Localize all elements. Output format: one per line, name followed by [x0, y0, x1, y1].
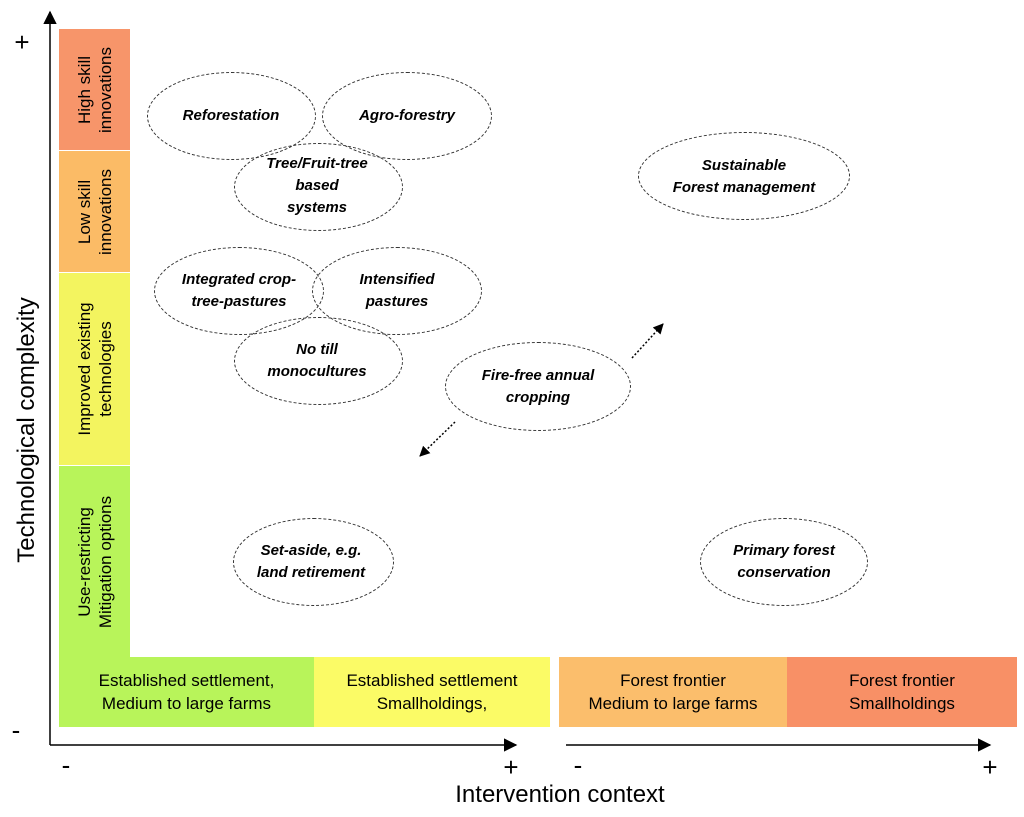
- band-improved-existing: Improved existing technologies: [59, 272, 130, 465]
- option-label-line: pastures: [365, 293, 429, 310]
- band-low-skill-label: Low skill innovations: [74, 168, 116, 254]
- option-no-till: No till monocultures: [267, 339, 366, 383]
- option-intensified-pastures: Intensified pastures: [359, 269, 434, 313]
- x-axis-left-plus-sign: +: [503, 752, 519, 782]
- option-tree-fruit-tree: Tree/Fruit-tree based systems: [266, 153, 367, 219]
- option-label-line: conservation: [737, 564, 831, 581]
- band-label-line: Use-restricting: [74, 506, 94, 617]
- option-label-line: Fire-free annual: [481, 367, 595, 384]
- option-label-line: Set-aside, e.g.: [260, 542, 362, 559]
- band-low-skill: Low skill innovations: [59, 150, 130, 272]
- band-improved-existing-label: Improved existing technologies: [74, 302, 116, 435]
- context-frontier-large: Forest frontier Medium to large farms: [559, 657, 787, 727]
- option-label-line: Agro-forestry: [359, 107, 455, 124]
- context-established-large: Established settlement, Medium to large …: [59, 657, 314, 727]
- band-high-skill-label: High skill innovations: [74, 46, 116, 132]
- ellipse-fire-free: [445, 342, 631, 431]
- x-axis-right-plus-sign: +: [982, 752, 998, 782]
- context-frontier-small: Forest frontier Smallholdings: [787, 657, 1017, 727]
- context-label-line: Established settlement: [346, 671, 518, 690]
- y-axis-minus-sign: -: [11, 715, 21, 745]
- band-use-restricting: Use-restricting Mitigation options: [59, 465, 130, 657]
- y-axis-plus-sign: +: [14, 27, 30, 57]
- option-label-line: No till: [296, 341, 338, 358]
- option-sustainable-forest: Sustainable Forest management: [673, 155, 816, 199]
- fire-free-arrow-down: [419, 421, 456, 457]
- option-label-line: systems: [286, 199, 348, 216]
- band-label-line: Improved existing: [74, 302, 94, 436]
- ellipse-no-till: [234, 317, 403, 405]
- option-label-line: tree-pastures: [191, 293, 287, 310]
- option-label-line: based: [295, 177, 339, 194]
- ellipse-tree-fruit-tree: [234, 143, 403, 231]
- context-label-line: Forest frontier: [620, 671, 726, 690]
- option-label-line: Integrated crop-: [181, 271, 297, 288]
- option-primary-forest: Primary forest conservation: [733, 540, 835, 584]
- x-axis-label: Intervention context: [455, 781, 665, 808]
- ellipse-intensified-pastures: [312, 247, 482, 335]
- option-label-line: Forest management: [672, 179, 816, 196]
- context-label-line: Medium to large farms: [101, 694, 272, 713]
- option-label-line: Sustainable: [701, 157, 787, 174]
- option-fire-free: Fire-free annual cropping: [482, 365, 595, 409]
- option-agro-forestry: Agro-forestry: [359, 105, 455, 127]
- option-integrated-crop: Integrated crop- tree-pastures: [182, 269, 296, 313]
- context-label-line: Smallholdings: [849, 694, 955, 713]
- band-label-line: High skill: [74, 55, 94, 124]
- option-label-line: Tree/Fruit-tree: [266, 155, 368, 172]
- option-label-line: Reforestation: [182, 107, 280, 124]
- option-label-line: Intensified: [359, 271, 435, 288]
- band-use-restricting-label: Use-restricting Mitigation options: [74, 495, 116, 627]
- ellipse-agro-forestry: [322, 72, 492, 160]
- ellipse-reforestation: [147, 72, 316, 160]
- option-reforestation: Reforestation: [183, 105, 280, 127]
- x-axis-left-minus-sign: -: [61, 750, 71, 780]
- context-label-line: Smallholdings,: [376, 694, 488, 713]
- band-label-line: Mitigation options: [95, 495, 115, 628]
- context-label-line: Established settlement,: [98, 671, 275, 690]
- ellipse-primary-forest: [700, 518, 868, 606]
- option-label-line: land retirement: [256, 564, 366, 581]
- band-label-line: innovations: [95, 168, 115, 255]
- option-label-line: Primary forest: [733, 542, 835, 559]
- band-label-line: technologies: [95, 321, 115, 417]
- band-label-line: innovations: [95, 46, 115, 133]
- option-label-line: monocultures: [267, 363, 367, 380]
- fire-free-arrow-up: [631, 323, 664, 359]
- option-label-line: cropping: [505, 389, 571, 406]
- band-label-line: Low skill: [74, 179, 94, 244]
- context-label-line: Forest frontier: [849, 671, 955, 690]
- band-high-skill: High skill innovations: [59, 28, 130, 150]
- option-set-aside: Set-aside, e.g. land retirement: [257, 540, 365, 584]
- ellipse-sustainable-forest: [638, 132, 850, 220]
- x-axis-right-minus-sign: -: [573, 750, 583, 780]
- context-established-small: Established settlement Smallholdings,: [314, 657, 550, 727]
- context-label-line: Medium to large farms: [588, 694, 758, 713]
- y-axis-label: Technological complexity: [13, 297, 40, 563]
- ellipse-set-aside: [233, 518, 394, 606]
